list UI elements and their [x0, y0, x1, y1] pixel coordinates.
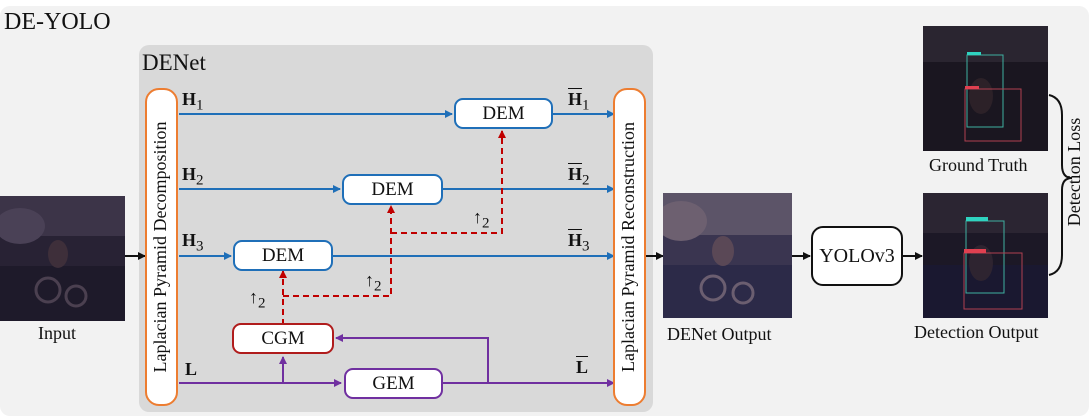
laplacian-decomposition-block [145, 88, 178, 406]
denet-output-image [663, 193, 792, 318]
denet-panel [139, 45, 653, 412]
laplacian-reconstruction-label: Laplacian Pyramid Reconstruction [618, 122, 638, 372]
h1-input-symbol: H1 [182, 89, 204, 114]
detection-output-image [923, 193, 1048, 318]
denet-title: DENet [142, 50, 206, 75]
yolov3-detector: YOLOv3 [811, 226, 903, 286]
ground-truth-label: Ground Truth [929, 155, 1028, 175]
cgm-to-dem2-arrow [283, 205, 395, 297]
l-input-symbol: L [185, 359, 198, 379]
ground-truth-image [923, 26, 1048, 151]
h2-output-symbol: H2 [568, 164, 590, 189]
h2-input-symbol: H2 [182, 164, 204, 189]
detection-output-label: Detection Output [914, 322, 1039, 342]
upsample-label-1: ↑2 [473, 207, 490, 232]
h3-output-symbol: H3 [568, 230, 590, 255]
input-label: Input [38, 323, 76, 343]
detection-loss-label: Detection Loss [1064, 117, 1084, 227]
dem-module-3: DEM [233, 240, 333, 271]
laplacian-decomposition-label: Laplacian Pyramid Decomposition [150, 121, 170, 373]
laplacian-reconstruction-block [613, 88, 646, 406]
gem-module: GEM [344, 368, 443, 399]
detection-loss-bracket [1048, 94, 1073, 276]
denet-output-label: DENet Output [667, 324, 772, 344]
dem-module-2: DEM [342, 174, 443, 205]
upsample-label-3: ↑2 [249, 287, 266, 312]
h3-input-symbol: H3 [182, 230, 204, 255]
cgm-module: CGM [232, 323, 334, 354]
l-output-symbol: L [576, 357, 589, 377]
gem-to-cgm-arrow [335, 334, 489, 383]
upsample-label-2: ↑2 [365, 270, 382, 295]
input-image [0, 196, 125, 321]
dem-module-1: DEM [454, 98, 553, 129]
cgm-to-dem1-arrow [391, 130, 506, 234]
h1-output-symbol: H1 [568, 89, 590, 114]
diagram-title: DE-YOLO [4, 9, 111, 35]
